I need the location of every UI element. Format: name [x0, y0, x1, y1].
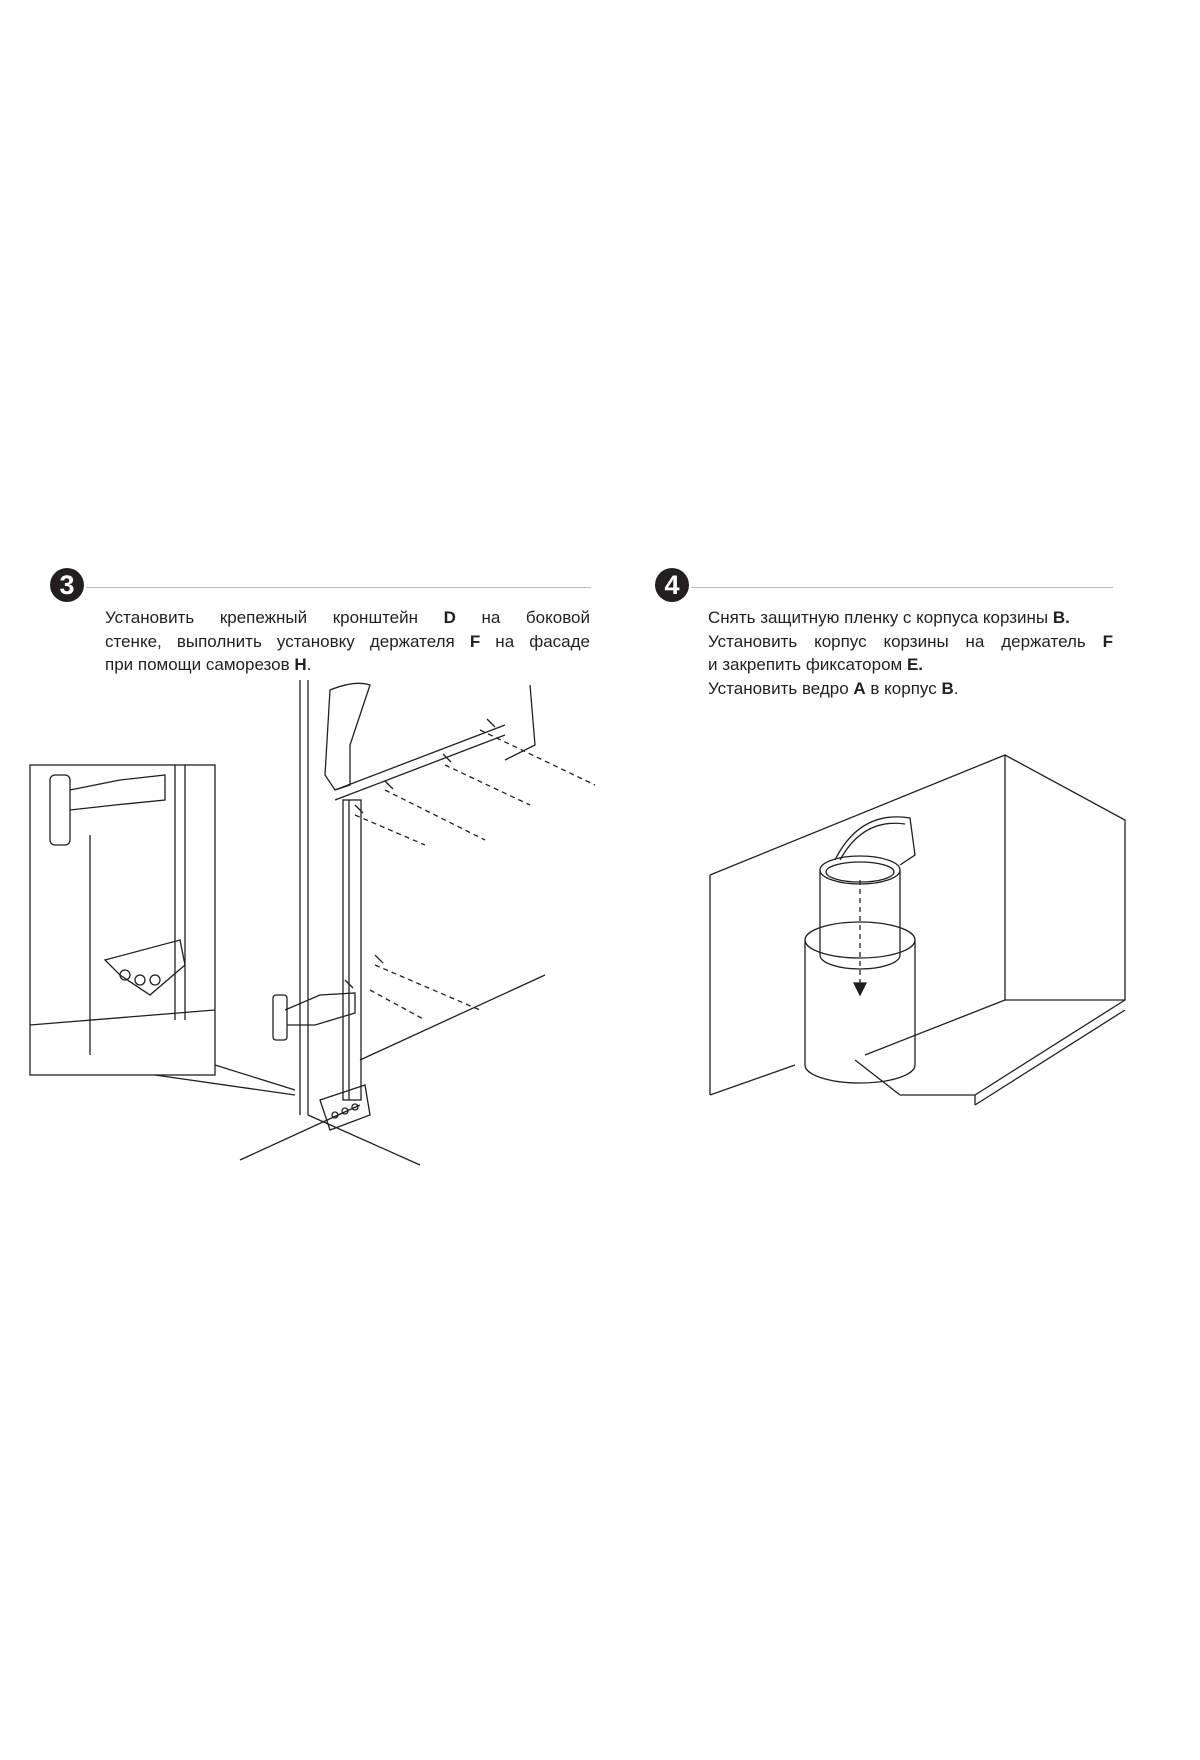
step-4-illustration: [709, 754, 1126, 1106]
step-3-illustration: [29, 680, 596, 1166]
step-4-badge: 4: [655, 568, 689, 602]
step-3-badge: 3: [50, 568, 84, 602]
step-4-line-1: Снять защитную пленку с корпуса корзины …: [708, 608, 1070, 627]
step-4-line-2: Установить корпус корзины на держатель F: [708, 631, 1113, 651]
step-3-instructions: Установить крепежный кронштейн D на боко…: [105, 606, 590, 677]
step-3-line-2: стенке, выполнить установку держателя F …: [105, 631, 591, 651]
step-4-line-4: Установить ведро A в корпус B.: [708, 678, 959, 698]
step-3-divider: [86, 587, 591, 588]
step-3-line-3: при помощи саморезов H.: [105, 655, 312, 674]
step-3-line-1: Установить крепежный кронштейн D на боко…: [105, 608, 590, 627]
step-4-divider: [691, 587, 1113, 588]
step-4-line-3: и закрепить фиксатором E.: [708, 655, 924, 674]
step-4-instructions: Снять защитную пленку с корпуса корзины …: [708, 606, 1113, 700]
